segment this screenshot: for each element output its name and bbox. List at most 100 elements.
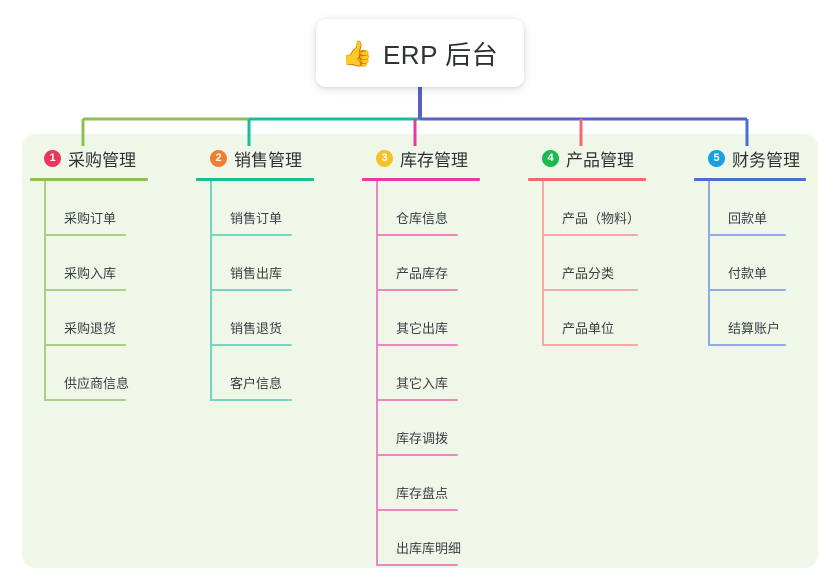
list-item-label: 仓库信息 <box>396 211 449 226</box>
list-item-label: 库存调拨 <box>396 431 449 446</box>
list-item-underline <box>44 289 126 291</box>
branch-item-list-2: 销售订单销售出库销售退货客户信息 <box>196 181 314 401</box>
branch-title-3: 库存管理 <box>400 150 468 170</box>
list-item[interactable]: 结算账户 <box>708 291 806 346</box>
list-item[interactable]: 采购入库 <box>44 236 148 291</box>
branch-item-list-3: 仓库信息产品库存其它出库其它入库库存调拨库存盘点出库库明细 <box>362 181 480 566</box>
list-item-label: 采购退货 <box>64 321 117 336</box>
branch-column-4: 4 产品管理产品（物料） 产品分类产品单位 <box>528 146 646 346</box>
list-item-label: 库存盘点 <box>396 486 449 501</box>
branch-column-2: 2 销售管理销售订单销售出库销售退货客户信息 <box>196 146 314 401</box>
branch-spine-4 <box>542 181 544 346</box>
branch-header-4[interactable]: 4 产品管理 <box>528 146 646 170</box>
list-item-label: 产品分类 <box>562 266 615 281</box>
branch-badge-5: 5 <box>708 149 725 167</box>
list-item[interactable]: 供应商信息 <box>44 346 148 401</box>
list-item-label: 产品单位 <box>562 321 615 336</box>
list-item[interactable]: 产品（物料） <box>542 181 646 236</box>
list-item-underline <box>210 289 292 291</box>
list-item-underline <box>210 344 292 346</box>
list-item-label: 销售出库 <box>230 266 283 281</box>
list-item-label: 其它入库 <box>396 376 449 391</box>
list-item-label: 其它出库 <box>396 321 449 336</box>
list-item[interactable]: 销售退货 <box>210 291 314 346</box>
branch-title-4: 产品管理 <box>566 150 634 170</box>
list-item-label: 产品库存 <box>396 266 449 281</box>
branch-spine-2 <box>210 181 212 401</box>
branch-badge-4: 4 <box>542 149 559 167</box>
branch-column-3: 3 库存管理仓库信息产品库存其它出库其它入库库存调拨库存盘点出库库明细 <box>362 146 480 566</box>
root-node[interactable]: 👍 ERP 后台 <box>316 19 524 87</box>
list-item[interactable]: 产品库存 <box>376 236 480 291</box>
root-title: ERP 后台 <box>382 39 499 70</box>
list-item-underline <box>210 399 292 401</box>
list-item-label: 付款单 <box>728 266 768 281</box>
list-item-label: 销售订单 <box>230 211 283 226</box>
list-item-underline <box>376 344 458 346</box>
branch-spine-5 <box>708 181 710 346</box>
list-item[interactable]: 付款单 <box>708 236 806 291</box>
branch-badge-1: 1 <box>44 149 61 167</box>
branch-underline-3 <box>362 178 480 181</box>
list-item-label: 采购订单 <box>64 211 117 226</box>
list-item-label: 结算账户 <box>728 321 781 336</box>
branch-badge-3: 3 <box>376 149 393 167</box>
branch-spine-1 <box>44 181 46 401</box>
list-item[interactable]: 其它入库 <box>376 346 480 401</box>
branch-underline-4 <box>528 178 646 181</box>
list-item-underline <box>708 234 786 236</box>
list-item-label: 销售退货 <box>230 321 283 336</box>
branch-title-5: 财务管理 <box>732 150 800 170</box>
branch-header-5[interactable]: 5 财务管理 <box>694 146 806 170</box>
list-item-underline <box>376 234 458 236</box>
branch-header-2[interactable]: 2 销售管理 <box>196 146 314 170</box>
list-item-underline <box>376 399 458 401</box>
list-item[interactable]: 库存调拨 <box>376 401 480 456</box>
diagram-panel <box>22 134 818 568</box>
list-item[interactable]: 销售出库 <box>210 236 314 291</box>
list-item-underline <box>708 344 786 346</box>
list-item-underline <box>44 234 126 236</box>
list-item[interactable]: 出库库明细 <box>376 511 480 566</box>
branch-header-3[interactable]: 3 库存管理 <box>362 146 480 170</box>
branch-header-1[interactable]: 1 采购管理 <box>30 146 148 170</box>
list-item[interactable]: 库存盘点 <box>376 456 480 511</box>
branch-item-list-1: 采购订单采购入库采购退货供应商信息 <box>30 181 148 401</box>
branch-spine-3 <box>376 181 378 566</box>
list-item[interactable]: 回款单 <box>708 181 806 236</box>
branch-underline-5 <box>694 178 806 181</box>
list-item[interactable]: 仓库信息 <box>376 181 480 236</box>
list-item-label: 回款单 <box>728 211 768 226</box>
branch-title-1: 采购管理 <box>68 150 136 170</box>
list-item-underline <box>542 344 638 346</box>
list-item-label: 客户信息 <box>230 376 283 391</box>
list-item[interactable]: 其它出库 <box>376 291 480 346</box>
thumbs-up-icon: 👍 <box>341 39 373 68</box>
list-item[interactable]: 采购订单 <box>44 181 148 236</box>
branch-item-list-5: 回款单付款单结算账户 <box>694 181 806 346</box>
list-item-underline <box>376 454 458 456</box>
list-item-underline <box>376 509 458 511</box>
list-item-label: 供应商信息 <box>64 376 130 391</box>
branch-badge-2: 2 <box>210 149 227 167</box>
branch-item-list-4: 产品（物料） 产品分类产品单位 <box>528 181 646 346</box>
list-item[interactable]: 客户信息 <box>210 346 314 401</box>
list-item-underline <box>44 344 126 346</box>
branch-column-1: 1 采购管理采购订单采购入库采购退货供应商信息 <box>30 146 148 401</box>
list-item-underline <box>44 399 126 401</box>
list-item-underline <box>542 289 638 291</box>
list-item-underline <box>210 234 292 236</box>
list-item[interactable]: 产品单位 <box>542 291 646 346</box>
list-item[interactable]: 产品分类 <box>542 236 646 291</box>
branch-underline-1 <box>30 178 148 181</box>
list-item[interactable]: 采购退货 <box>44 291 148 346</box>
branch-title-2: 销售管理 <box>234 150 302 170</box>
list-item-underline <box>542 234 638 236</box>
list-item-label: 采购入库 <box>64 266 117 281</box>
list-item-label: 产品（物料） <box>562 211 641 226</box>
list-item-underline <box>376 564 458 566</box>
list-item[interactable]: 销售订单 <box>210 181 314 236</box>
list-item-underline <box>708 289 786 291</box>
list-item-label: 出库库明细 <box>396 541 462 556</box>
